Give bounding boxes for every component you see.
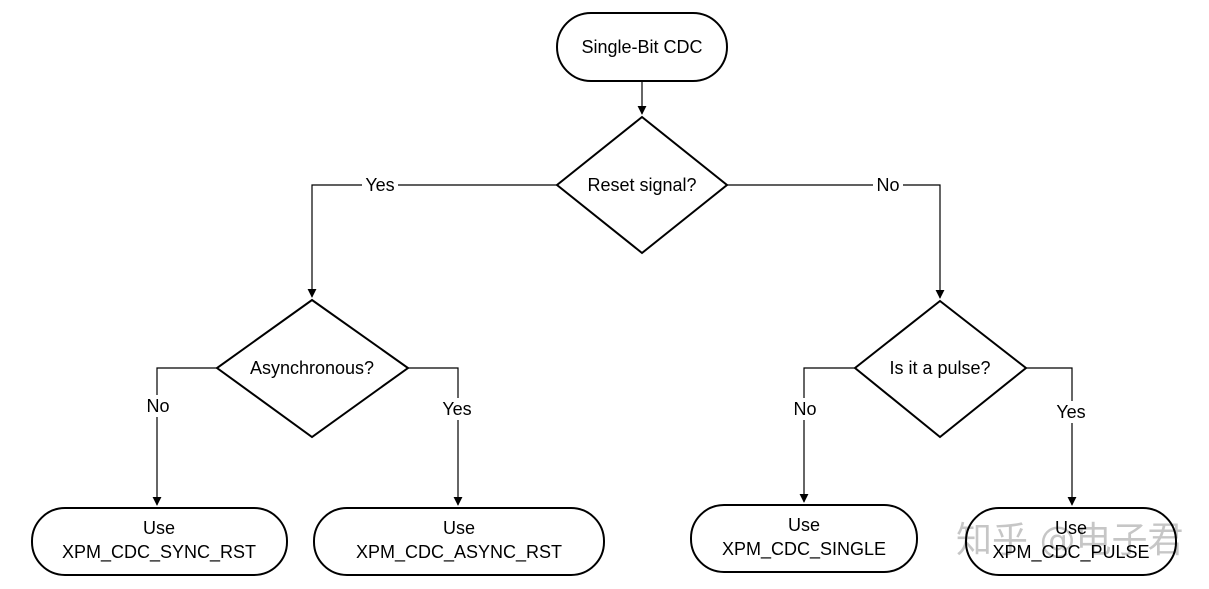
edge-pulse-no	[799, 367, 855, 503]
outcome-async-rst-line1: Use	[443, 518, 475, 538]
outcome-sync-rst-line2: XPM_CDC_SYNC_RST	[62, 542, 256, 563]
outcome-sync-rst: Use XPM_CDC_SYNC_RST	[31, 507, 288, 576]
outcome-sync-rst-line1: Use	[143, 518, 175, 538]
edge-label-reset-no: No	[876, 175, 899, 195]
decision-pulse: Is it a pulse?	[853, 299, 1028, 439]
edge-label-pulse-yes: Yes	[1056, 402, 1085, 422]
edge-label-reset-yes: Yes	[365, 175, 394, 195]
outcome-async-rst: Use XPM_CDC_ASYNC_RST	[313, 507, 605, 576]
edges	[152, 81, 1077, 506]
watermark: 知乎 @电子君	[956, 520, 1183, 561]
decision-pulse-label: Is it a pulse?	[889, 358, 990, 378]
outcome-async-rst-line2: XPM_CDC_ASYNC_RST	[356, 542, 562, 563]
edge-async-no	[152, 367, 217, 506]
edge-reset-no	[727, 184, 945, 299]
edge-pulse-yes	[1026, 367, 1077, 506]
outcome-single: Use XPM_CDC_SINGLE	[690, 504, 918, 573]
outcome-single-line1: Use	[788, 515, 820, 535]
edge-reset-yes	[307, 184, 557, 298]
edge-label-async-no: No	[146, 396, 169, 416]
edge-async-yes	[408, 367, 463, 506]
outcome-pulse: Use XPM_CDC_PULSE	[965, 507, 1177, 576]
outcome-pulse-line1: Use	[1055, 518, 1087, 538]
outcome-pulse-line2: XPM_CDC_PULSE	[992, 542, 1149, 563]
edge-label-async-yes: Yes	[442, 399, 471, 419]
edge-labels: Yes No No Yes No Yes	[143, 174, 1089, 423]
decision-reset-signal-label: Reset signal?	[587, 175, 696, 195]
start-node-label: Single-Bit CDC	[581, 37, 702, 57]
decision-asynchronous-label: Asynchronous?	[250, 358, 374, 378]
decision-asynchronous: Asynchronous?	[215, 298, 410, 439]
start-node: Single-Bit CDC	[556, 12, 728, 82]
edge-label-pulse-no: No	[793, 399, 816, 419]
outcome-single-line2: XPM_CDC_SINGLE	[722, 539, 886, 560]
decision-reset-signal: Reset signal?	[555, 115, 729, 255]
